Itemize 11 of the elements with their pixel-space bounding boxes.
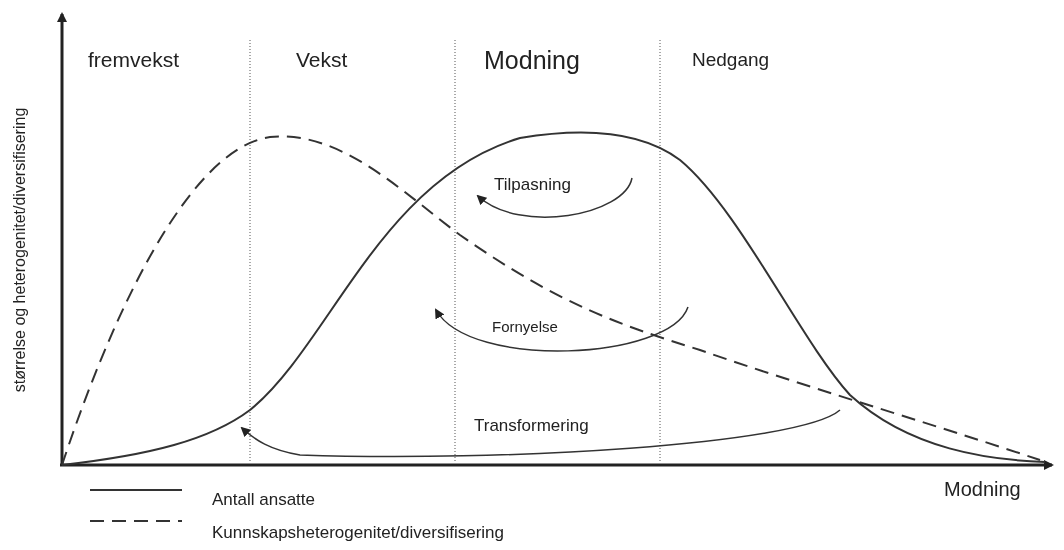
legend-text: Antall ansatte (212, 489, 315, 511)
cycle-label: Tilpasning (494, 174, 571, 196)
cycle-label: Transformering (474, 415, 589, 437)
phase-label: Vekst (296, 47, 348, 73)
phase-label: Modning (484, 45, 580, 76)
legend-text: Kunnskapsheterogenitet/diversifisering (212, 522, 504, 544)
phase-label: Nedgang (692, 48, 770, 72)
axis-label: Modning (944, 477, 1021, 502)
axis-label: størrelse og heterogenitet/diversifisering (10, 107, 29, 393)
cycle-label: Fornyelse (492, 317, 558, 337)
phase-label: fremvekst (88, 47, 179, 73)
